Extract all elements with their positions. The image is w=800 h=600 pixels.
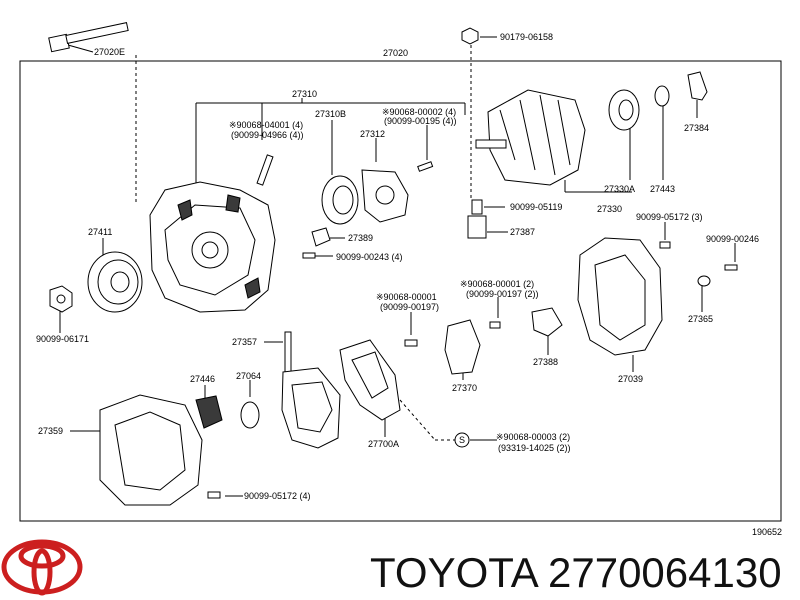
label-27389: 27389 — [348, 233, 373, 243]
bearing-27330a — [608, 89, 640, 131]
label-90179-06158: 90179-06158 — [500, 32, 553, 42]
rear-end-frame-27039 — [577, 237, 663, 356]
label-90099-00246: 90099-00246 — [706, 234, 759, 244]
screw-90099-05172-3 — [659, 241, 671, 249]
rotor-27330 — [475, 89, 586, 186]
brand-name: TOYOTA — [370, 549, 539, 596]
label-27384: 27384 — [684, 123, 709, 133]
label-27365: 27365 — [688, 314, 713, 324]
diagram-frame — [19, 60, 782, 522]
screw-90099-05172-4 — [207, 491, 221, 499]
label-90099-00197: (90099-00197) — [380, 302, 439, 312]
label-90099-00197-2: (90099-00197 (2)) — [466, 289, 539, 299]
leader-lines — [59, 36, 736, 497]
label-27310b: 27310B — [315, 109, 346, 119]
retainer-plate-27312 — [361, 169, 409, 223]
gasket-27064 — [240, 401, 260, 429]
pulley-27411 — [87, 251, 143, 313]
s-symbol-circle — [454, 432, 470, 448]
label-93319-14025: (93319-14025 (2)) — [498, 443, 571, 453]
label-90099-06171: 90099-06171 — [36, 334, 89, 344]
cover-27443 — [654, 85, 670, 107]
label-27700a: 27700A — [368, 439, 399, 449]
rear-cover-27359 — [99, 394, 203, 506]
screw-90068-00001-2 — [489, 321, 501, 329]
label-27312: 27312 — [360, 129, 385, 139]
label-27039: 27039 — [618, 374, 643, 384]
label-90099-00243: 90099-00243 (4) — [336, 252, 403, 262]
label-27330: 27330 — [597, 204, 622, 214]
label-90068-00001: ※90068-00001 — [376, 292, 437, 302]
label-90068-00002: ※90068-00002 (4) — [382, 107, 456, 117]
stator-rectifier-27357 — [281, 331, 341, 449]
label-27020e: 27020E — [94, 47, 125, 57]
label-27446: 27446 — [190, 374, 215, 384]
nut-90099-06171 — [49, 285, 73, 313]
label-27387: 27387 — [510, 227, 535, 237]
label-27020: 27020 — [383, 48, 408, 58]
label-90099-00195: (90099-00195 (4)) — [384, 116, 457, 126]
insulator-27389 — [311, 227, 331, 247]
screw-90099-00243 — [302, 252, 316, 259]
label-27064: 27064 — [236, 371, 261, 381]
drive-end-frame-27310 — [149, 181, 276, 313]
label-190652: 190652 — [752, 527, 782, 537]
label-27370: 27370 — [452, 383, 477, 393]
label-90068-00001-2: ※90068-00001 (2) — [460, 279, 534, 289]
part-labels: 27020E 90179-06158 27020 27310 ※90068-04… — [36, 32, 782, 537]
toyota-logo-icon — [1, 539, 83, 596]
label-s: S — [459, 435, 465, 445]
label-27443: 27443 — [650, 184, 675, 194]
label-90099-04966: (90099-04966 (4)) — [231, 130, 304, 140]
bushing-27365 — [697, 275, 711, 287]
label-90099-05172-3: 90099-05172 (3) — [636, 212, 703, 222]
brush-holder-27700a — [339, 339, 401, 421]
screw-90099-00246 — [724, 264, 738, 271]
label-90099-05119: 90099-05119 — [510, 202, 562, 212]
bolt-27020e — [48, 22, 129, 53]
label-90068-04001: ※90068-04001 (4) — [229, 120, 303, 130]
label-90099-05172-4: 90099-05172 (4) — [244, 491, 311, 501]
bolt-90179-06158 — [461, 27, 479, 45]
terminal-insulator-27387 — [467, 199, 487, 239]
screw-90068-00001 — [404, 339, 418, 347]
bearing-27310b — [321, 175, 359, 225]
label-27388: 27388 — [533, 357, 558, 367]
screw-90068-00002 — [417, 161, 434, 172]
stud-bolt-90068-04001 — [256, 154, 274, 186]
regulator-27370 — [444, 319, 481, 375]
label-27330a: 27330A — [604, 184, 635, 194]
label-27357: 27357 — [232, 337, 257, 347]
terminal-insulator-27446 — [195, 395, 223, 429]
part-number: 2770064130 — [548, 549, 782, 596]
bearing-cover-27384 — [687, 71, 708, 101]
brush-holder-27388 — [531, 307, 563, 337]
label-27359: 27359 — [38, 426, 63, 436]
label-27411: 27411 — [88, 227, 112, 237]
label-27310: 27310 — [292, 89, 317, 99]
label-90068-00003: ※90068-00003 (2) — [496, 432, 570, 442]
